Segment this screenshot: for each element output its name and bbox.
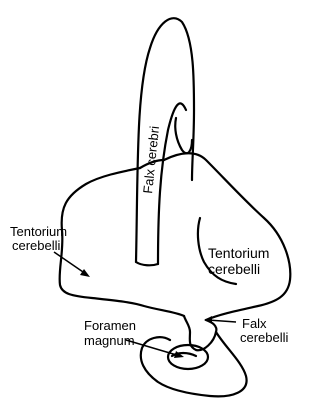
tentorium-left-outline — [60, 168, 184, 316]
falx-band-bottom — [136, 262, 158, 265]
falx-cerebelli-arrowhead — [204, 316, 212, 324]
tentorium-left-label-line2: cerebelli — [12, 238, 61, 253]
tentorium-right-outline — [164, 153, 290, 320]
tentorium-left-label-line1: Tentorium — [10, 224, 67, 239]
falx-cerebri-inner-edge — [158, 103, 186, 264]
tentorium-left-pointer — [54, 252, 86, 274]
tentorium-right-label-line2: cerebelli — [208, 261, 260, 277]
foramen-label-line2: magnum — [84, 333, 135, 348]
tentorium-right-label-line1: Tentorium — [208, 245, 269, 261]
posterior-fossa-outline — [141, 332, 247, 396]
foramen-magnum-ring — [168, 345, 208, 369]
foramen-label-line1: Foramen — [84, 318, 136, 333]
falx-cerebri-inner-loop — [175, 118, 192, 153]
falx-cerebelli-label-line1: Falx — [242, 316, 267, 331]
falx-cerebelli-label-line2: cerebelli — [240, 330, 289, 345]
